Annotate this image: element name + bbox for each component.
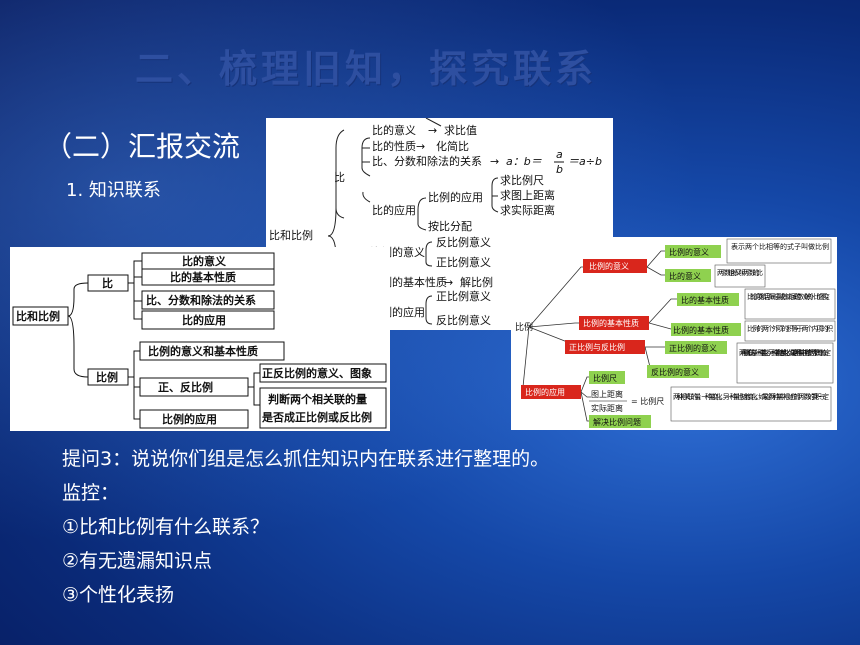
section-label: 1. 知识联系 <box>66 180 161 201</box>
svg-text:→: → <box>490 155 499 168</box>
mapc-root: 比例 <box>515 321 533 333</box>
mapb-formula-2: b <box>556 163 563 176</box>
slide-title: 二、梳理旧知，探究联系 <box>135 47 598 91</box>
mapc-note-5: 两种相关联的量，一种量变化，另一种量也随着变化，如果这两种量中相对应的两个数的乘… <box>673 392 829 401</box>
mapc-green-2: 比的基本性质 <box>681 295 729 305</box>
mind-map-a-svg: 比和比例 比 比例 比的意义 比的基本性质 比、分数和除法的关系 比的应用 比例… <box>12 252 387 429</box>
mapc-formula-0: 图上距离 <box>591 389 623 399</box>
mapb-app-result-1: 求图上距离 <box>500 188 555 202</box>
monitor-item-1: ①比和比例有什么联系？ <box>62 516 270 538</box>
mapb-item-3: 比的应用 <box>372 203 416 217</box>
slide-subtitle: （二）汇报交流 <box>44 130 241 163</box>
mapa-bi-item-3: 比的应用 <box>182 313 226 327</box>
mind-map-c: 比例 比例的意义 比例的基本性质 正比例与反比例 比例的应用 比例的意义 比的意… <box>511 237 837 430</box>
mapb-bili-result-4: 反比例意义 <box>436 313 491 327</box>
mapc-note-1: 两个数相除又叫两个数的比 <box>717 268 763 277</box>
mind-map-c-svg: 比例 比例的意义 比例的基本性质 正比例与反比例 比例的应用 比例的意义 比的意… <box>515 238 836 428</box>
mapb-formula-1: a <box>556 148 563 161</box>
svg-text:→: → <box>444 276 453 289</box>
mapa-bili-item-1: 正、反比例 <box>158 380 213 394</box>
monitor-label: 监控： <box>62 482 120 504</box>
mapb-bili-result-3: 正比例意义 <box>436 289 491 303</box>
mapb-formula-3: ＝a÷b <box>568 155 602 168</box>
mapa-bi: 比 <box>102 276 113 290</box>
mapc-note-0: 表示两个比相等的式子叫做比例 <box>731 242 829 251</box>
mapa-root: 比和比例 <box>16 309 60 323</box>
mapa-zf-item-1: 判断两个相关联的量 <box>268 392 367 406</box>
mapb-root: 比和比例 <box>269 228 313 242</box>
mapc-formula-2: = 比例尺 <box>631 396 664 406</box>
mapc-green-6: 比例尺 <box>593 373 617 383</box>
mapa-bi-item-0: 比的意义 <box>182 254 227 268</box>
mapb-item-2: 比、分数和除法的关系 <box>372 154 482 168</box>
mapc-green-0: 比例的意义 <box>669 247 709 257</box>
mapc-note-2: 比的前项和后项同时乘或除以相同的数（0除外），比值不变。 <box>747 292 833 301</box>
mapb-bili-result-1: 正比例意义 <box>436 255 491 269</box>
mind-map-a: 比和比例 比 比例 比的意义 比的基本性质 比、分数和除法的关系 比的应用 比例… <box>10 247 390 431</box>
mapc-green-4: 正比例的意义 <box>669 343 717 353</box>
mapc-red-1: 比例的基本性质 <box>583 318 639 328</box>
mapc-red-2: 正比例与反比例 <box>569 342 625 352</box>
mapb-app-result-2: 求实际距离 <box>500 203 555 217</box>
mapb-bili-result-0: 反比例意义 <box>436 235 491 249</box>
mapc-note-3: 比例的两个外项的积等于两个内项的积 <box>747 324 833 333</box>
mapb-result-1: 化简比 <box>436 139 469 153</box>
mapb-app-1: 按比分配 <box>428 219 472 233</box>
mapb-app-result-0: 求比例尺 <box>500 173 544 187</box>
mapa-bi-item-2: 比、分数和除法的关系 <box>146 293 256 307</box>
mapa-bi-item-1: 比的基本性质 <box>170 270 236 284</box>
mapa-bili-item-0: 比例的意义和基本性质 <box>148 344 258 358</box>
mapb-bi: 比 <box>334 171 345 184</box>
mapc-red-3: 比例的应用 <box>525 387 565 397</box>
mapc-formula-1: 实际距离 <box>591 403 623 413</box>
mapb-app-0: 比例的应用 <box>428 190 483 204</box>
mapc-green-7: 解决比例问题 <box>593 417 641 427</box>
mapc-red-0: 比例的意义 <box>589 261 629 271</box>
monitor-item-2: ②有无遗漏知识点 <box>62 550 213 572</box>
question-text: 提问3：说说你们组是怎么抓住知识内在联系进行整理的。 <box>62 448 550 470</box>
svg-text:→: → <box>428 124 437 137</box>
mapc-green-5: 反比例的意义 <box>651 367 699 377</box>
mapc-green-1: 比的意义 <box>669 271 701 281</box>
mapa-zf-item-2: 是否成正比例或反比例 <box>261 410 372 424</box>
mapb-item-1: 比的性质 <box>372 139 416 153</box>
mapb-formula-0: a：b＝ <box>506 155 542 168</box>
svg-text:→: → <box>416 140 425 153</box>
mapc-green-3: 比例的基本性质 <box>673 325 729 335</box>
mapb-result-0: 求比值 <box>444 124 477 137</box>
mapc-note-4: 两种相关联的量，一种量变化，另一种量也随着变化，如果这两种量中相对应的两个数的比… <box>739 348 831 357</box>
mapa-zf-item-0: 正反比例的意义、图象 <box>262 366 372 380</box>
mapa-bili-item-2: 比例的应用 <box>162 412 217 426</box>
mapb-item-0: 比的意义 <box>372 123 416 137</box>
mapa-bili: 比例 <box>96 370 118 384</box>
monitor-item-3: ③个性化表扬 <box>62 584 175 606</box>
mapb-bili-result-2: 解比例 <box>460 275 493 289</box>
